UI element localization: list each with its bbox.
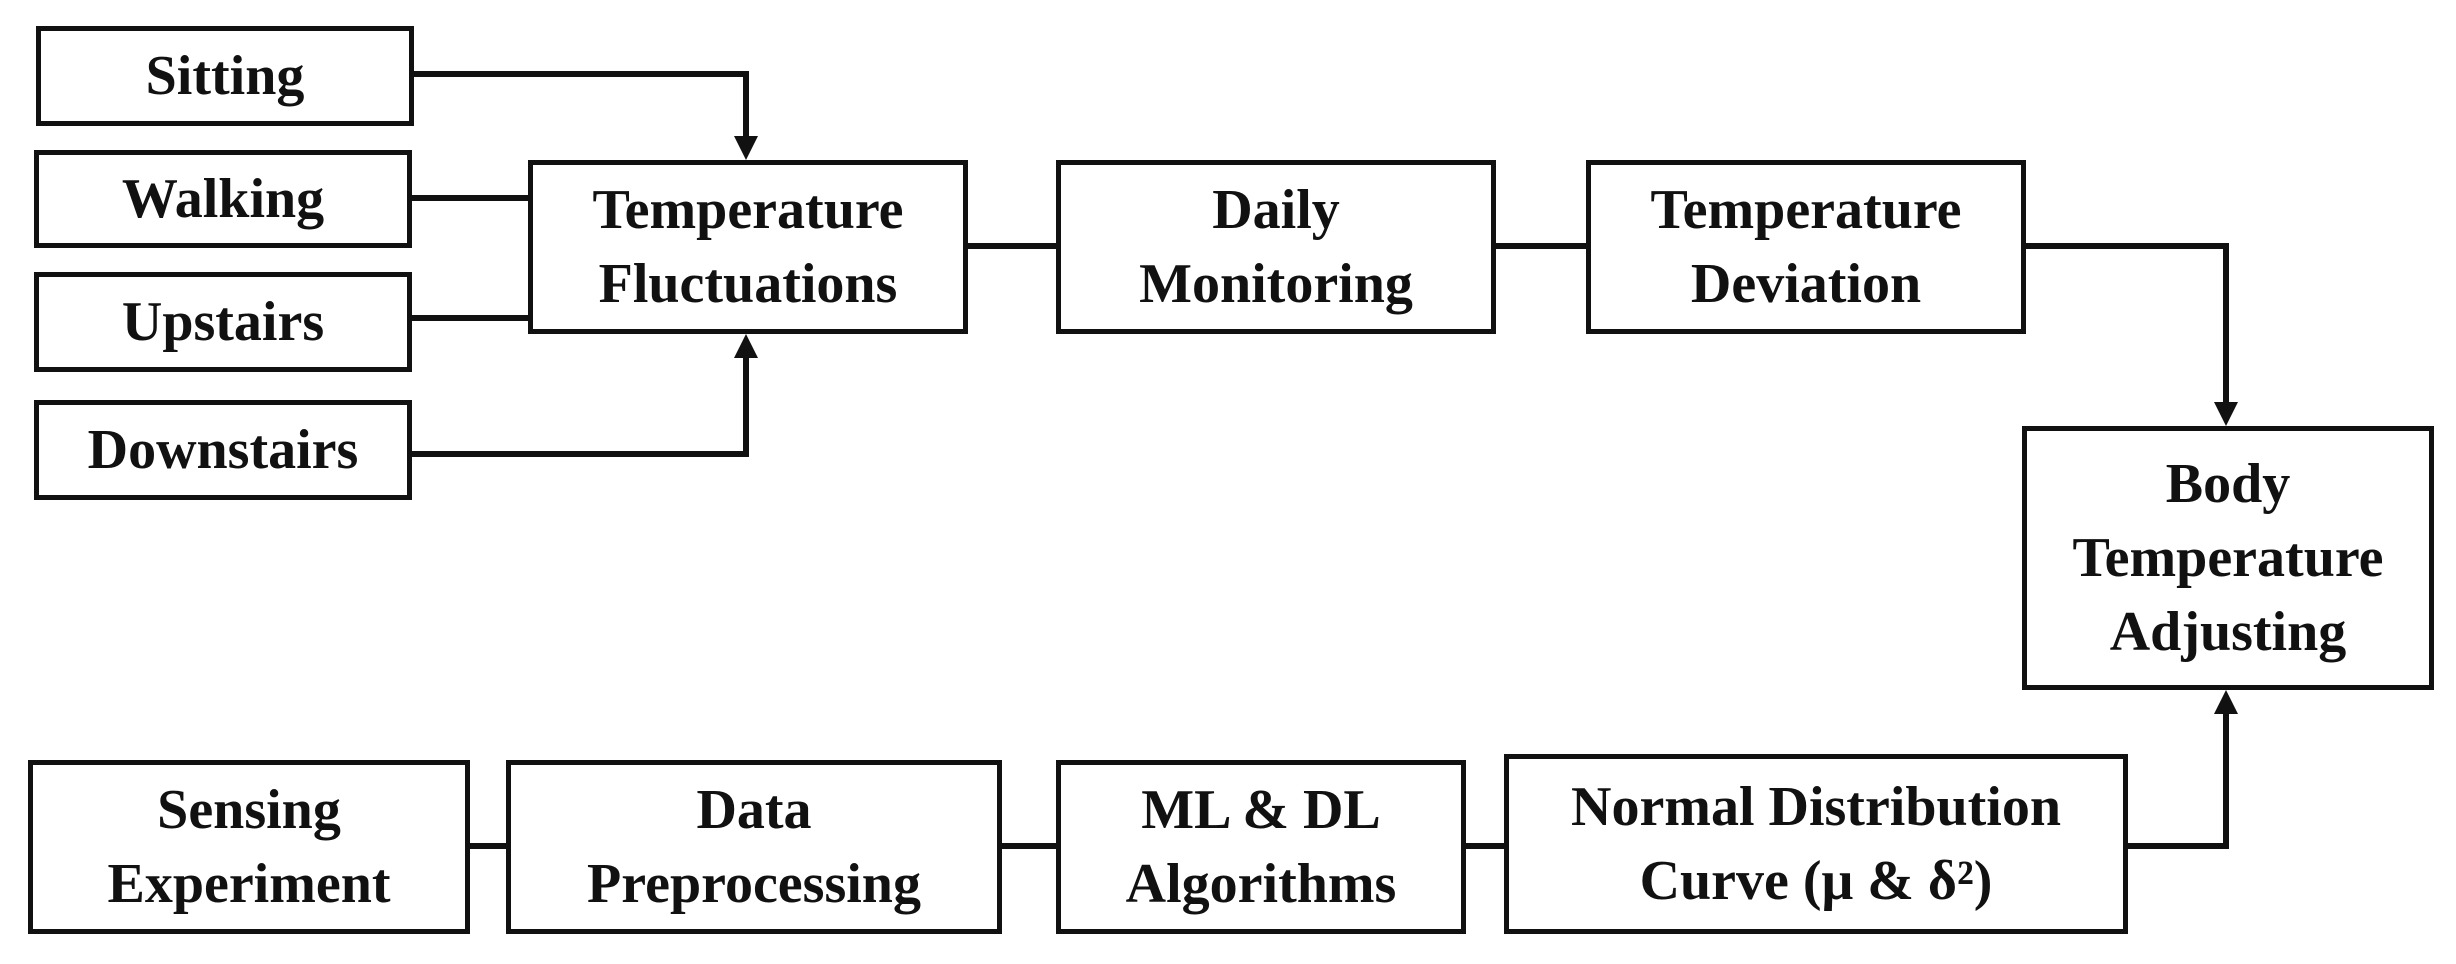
downstairs-label: Downstairs (87, 419, 359, 481)
body-temperature-adjusting-box: Body Temperature Adjusting (2022, 426, 2434, 690)
data-preprocessing-label: Data Preprocessing (587, 779, 921, 915)
daily-monitoring-box: Daily Monitoring (1056, 160, 1496, 334)
arrowhead-downstairs (734, 334, 758, 358)
walking-box: Walking (34, 150, 412, 248)
temperature-fluctuations-label: Temperature Fluctuations (592, 179, 904, 315)
sitting-box: Sitting (36, 26, 414, 126)
ml-dl-algorithms-label: ML & DL Algorithms (1125, 779, 1397, 915)
data-preprocessing-box: Data Preprocessing (506, 760, 1002, 934)
temperature-fluctuations-box: Temperature Fluctuations (528, 160, 968, 334)
upstairs-box: Upstairs (34, 272, 412, 372)
temperature-deviation-box: Temperature Deviation (1586, 160, 2026, 334)
ml-dl-algorithms-box: ML & DL Algorithms (1056, 760, 1466, 934)
arrowhead-sitting (734, 136, 758, 160)
temperature-deviation-label: Temperature Deviation (1650, 179, 1962, 315)
body-temperature-adjusting-label: Body Temperature Adjusting (2072, 453, 2384, 663)
arrow-distribution-to-adjusting (2125, 705, 2229, 849)
arrowhead-distribution (2214, 690, 2238, 714)
normal-distribution-curve-label: Normal Distribution Curve (μ & δ²) (1571, 776, 2061, 912)
daily-monitoring-label: Daily Monitoring (1139, 179, 1413, 315)
arrow-deviation-to-adjusting (2023, 243, 2229, 411)
sensing-experiment-box: Sensing Experiment (28, 760, 470, 934)
upstairs-label: Upstairs (121, 291, 325, 353)
arrowhead-deviation (2214, 402, 2238, 426)
sitting-label: Sitting (145, 45, 305, 107)
sensing-experiment-label: Sensing Experiment (107, 779, 391, 915)
arrow-sitting-to-fluctuations (411, 71, 749, 145)
arrow-downstairs-to-fluctuations (409, 349, 749, 457)
normal-distribution-curve-box: Normal Distribution Curve (μ & δ²) (1504, 754, 2128, 934)
walking-label: Walking (121, 168, 325, 230)
downstairs-box: Downstairs (34, 400, 412, 500)
